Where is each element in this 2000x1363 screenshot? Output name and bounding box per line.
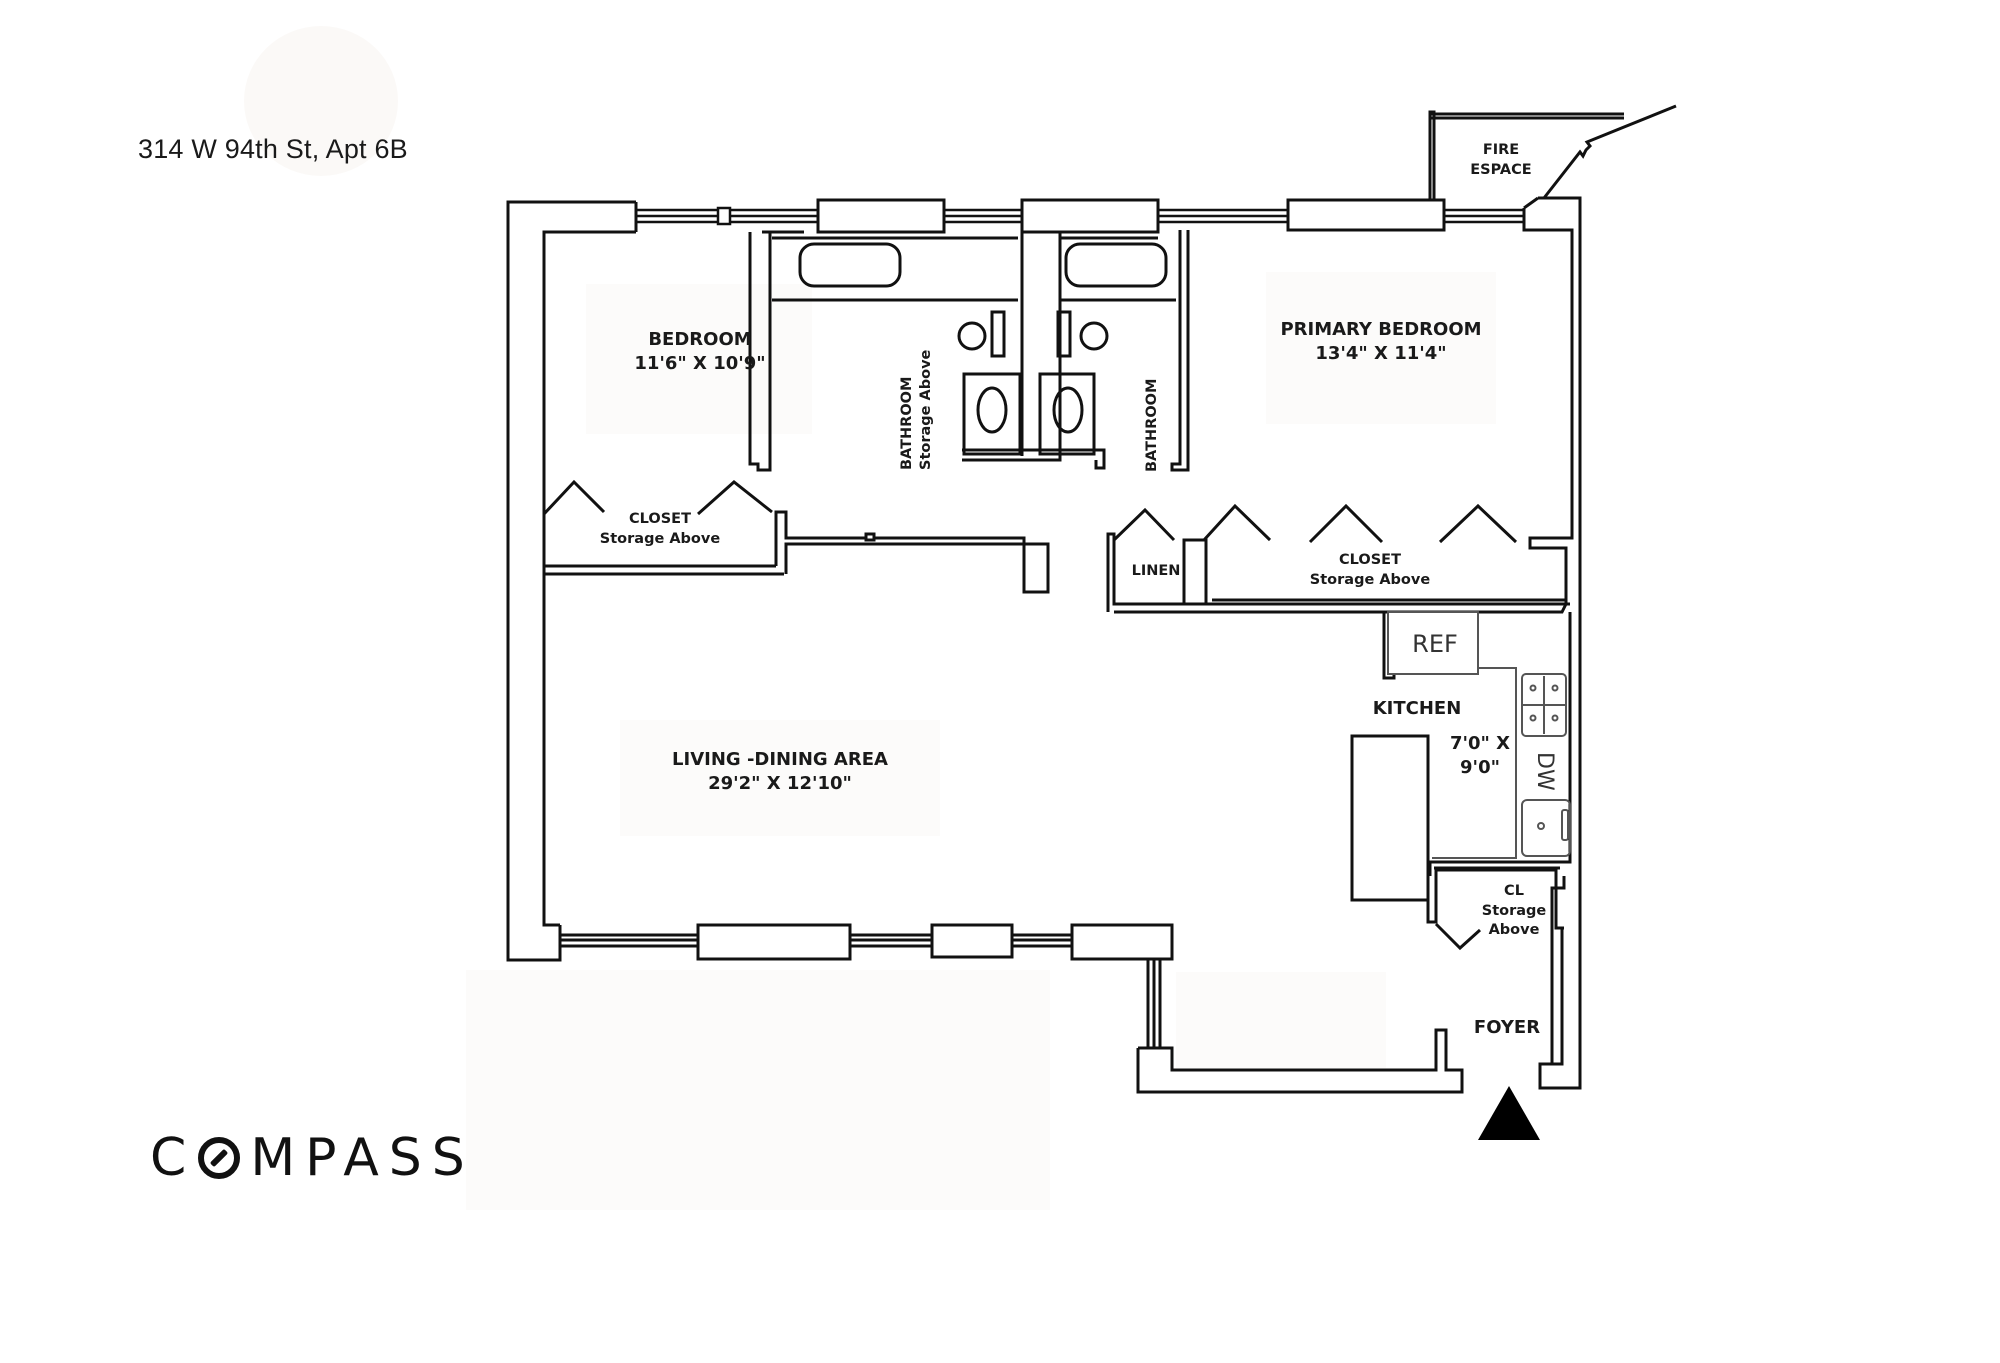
window-top-2: [944, 208, 1022, 224]
bathroom-2-label: BATHROOM: [1143, 379, 1162, 472]
foyer-label: FOYER: [1473, 1017, 1541, 1038]
compass-o-icon: [198, 1137, 241, 1179]
dishwasher-label: DW: [1532, 752, 1557, 791]
refrigerator: [1387, 611, 1479, 675]
sink-2: [1079, 321, 1109, 351]
linen-label: LINEN: [1126, 562, 1186, 582]
sink-1: [957, 321, 987, 351]
room-dimensions: 13'4" X 11'4": [1315, 343, 1447, 365]
window-top-3: [1158, 208, 1288, 224]
closet-1-walls: [542, 479, 1050, 594]
cl-closet-label: CL Storage Above: [1474, 882, 1554, 941]
toilet-1: [976, 386, 1008, 434]
foyer-wall: [1540, 926, 1564, 1066]
compass-logo: C MPASS: [150, 1128, 475, 1188]
toilet-area-2: [1038, 372, 1096, 456]
toilet-2: [1052, 386, 1084, 434]
refrigerator-label: REF: [1412, 630, 1458, 658]
exterior-wall-left: [506, 200, 638, 962]
label-patch: [466, 970, 1050, 1210]
fire-escape-line2: ESPACE: [1470, 161, 1532, 178]
kitchen-fixtures: [1387, 611, 1571, 859]
bathroom-divider: [1020, 232, 1062, 456]
label-patch: [620, 720, 940, 836]
fire-escape-line1: FIRE: [1482, 142, 1520, 158]
room-note: Storage Above: [599, 530, 721, 547]
room-name: CL: [1504, 883, 1524, 899]
kitchen-dimensions: 7'0" X 9'0": [1440, 732, 1520, 781]
label-patch: [1176, 972, 1386, 1068]
wall-pier: [1286, 198, 1446, 232]
exterior-wall-bottom: [560, 923, 1464, 1094]
closet-2-walls: [1106, 503, 1570, 614]
room-name: CLOSET: [1339, 552, 1401, 568]
kitchen-label: KITCHEN: [1362, 697, 1472, 721]
room-name: CLOSET: [629, 511, 691, 527]
entry-arrow-icon: [1478, 1086, 1540, 1140]
room-dimensions: 11'6" X 10'9": [634, 353, 766, 375]
room-name: LIVING -DINING AREA: [672, 749, 888, 770]
label-patch: [586, 284, 812, 434]
bathtub-1: [798, 242, 902, 288]
bathroom-2-fixtures: [1038, 242, 1176, 470]
window-top-1: [636, 206, 818, 226]
bathroom-1-walls: [748, 230, 804, 472]
room-note: Above: [1488, 922, 1540, 939]
room-note: Storage Above: [1309, 571, 1431, 588]
wall-pier: [816, 198, 946, 234]
room-name: BATHROOM: [899, 376, 915, 470]
logo-letters: MPASS: [250, 1128, 475, 1188]
closet-1-label: CLOSET Storage Above: [590, 510, 730, 549]
room-name: PRIMARY BEDROOM: [1280, 319, 1482, 340]
room-note: Storage: [1481, 902, 1547, 919]
bathtub-2: [1064, 242, 1168, 288]
toilet-area-1: [962, 372, 1022, 456]
wall-pier: [1020, 198, 1160, 234]
bathroom-1-label: BATHROOM Storage Above: [898, 350, 936, 470]
room-name: BATHROOM: [1144, 378, 1160, 472]
room-name: BEDROOM: [648, 329, 752, 350]
room-name: KITCHEN: [1372, 698, 1462, 719]
room-name: LINEN: [1131, 563, 1181, 579]
fire-escape: [1428, 104, 1677, 200]
room-note: Storage Above: [917, 349, 934, 470]
label-patch: [1266, 272, 1496, 424]
listing-address: 314 W 94th St, Apt 6B: [138, 134, 408, 164]
logo-letter-c: C: [150, 1128, 197, 1188]
closet-2-label: CLOSET Storage Above: [1300, 551, 1440, 590]
exterior-wall-right: [1522, 196, 1582, 1090]
room-dimensions: 29'2" X 12'10": [708, 773, 852, 795]
kitchen-dim-line2: 9'0": [1460, 757, 1500, 779]
kitchen-counter-wall: [1350, 734, 1430, 902]
fire-escape-label: FIRE ESPACE: [1456, 141, 1546, 180]
bedroom-label: BEDROOM 11'6" X 10'9": [600, 328, 800, 377]
bathroom-2-walls: [1060, 230, 1190, 472]
window-top-4: [1444, 208, 1524, 224]
living-dining-label: LIVING -DINING AREA 29'2" X 12'10": [640, 748, 920, 797]
kitchen-sink: [1521, 799, 1571, 857]
decorative-blob: [244, 26, 398, 176]
primary-bedroom-label: PRIMARY BEDROOM 13'4" X 11'4": [1256, 318, 1506, 367]
kitchen-dim-line1: 7'0" X: [1449, 733, 1511, 754]
